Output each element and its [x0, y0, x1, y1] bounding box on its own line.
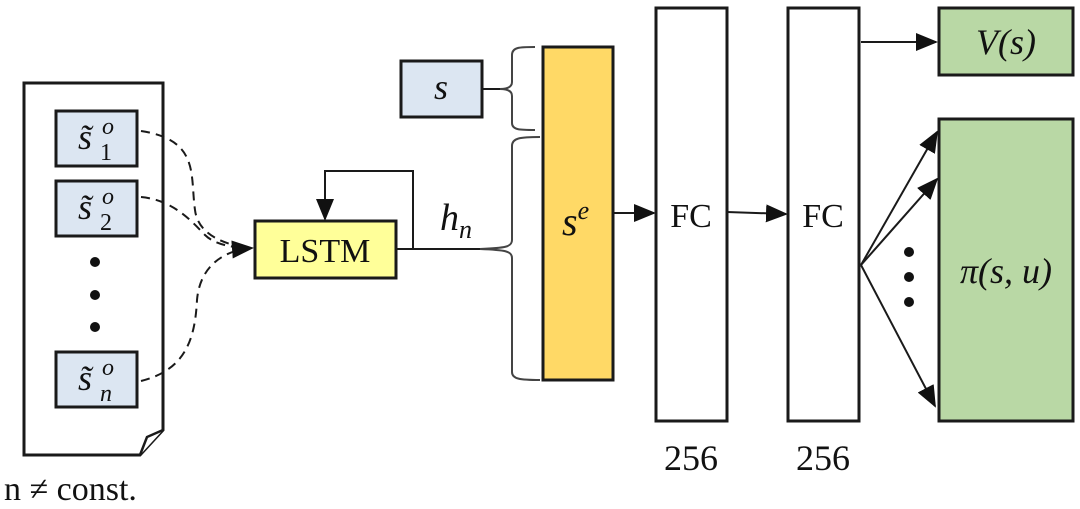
embedding-label-sup: e	[578, 196, 590, 225]
recurrent-loop-arrow	[316, 170, 414, 249]
ellipsis-dot	[90, 322, 100, 332]
observation-2-sub: 2	[100, 210, 112, 236]
embedding-label: se	[562, 196, 589, 244]
policy-arrow-2	[860, 177, 939, 266]
policy-output: π(s, u)	[937, 117, 1075, 423]
policy-output-box	[937, 117, 1075, 423]
observation-count-caption: n ≠ const.	[4, 471, 137, 508]
fc-layer-1-units: 256	[664, 438, 718, 478]
observation-1-box	[54, 109, 139, 168]
observation-2: s̃ o 2	[54, 179, 139, 238]
observation-n-base: s̃	[78, 358, 94, 398]
hidden-state-label: hn	[440, 197, 472, 244]
policy-arrow-1	[860, 130, 938, 266]
observation-n-sub: n	[100, 381, 112, 407]
document-fold-corner	[138, 428, 164, 456]
observation-1: s̃ o 1	[54, 109, 139, 168]
observation-n: s̃ o n	[54, 350, 139, 409]
embedding-block: se	[541, 45, 656, 382]
policy-output-label: π(s, u)	[960, 251, 1052, 291]
observation-to-lstm-connectors	[140, 130, 254, 382]
lstm-block: LSTM hn	[253, 170, 480, 280]
lstm-box	[253, 219, 398, 280]
fc-layer-1: FC 256	[654, 6, 729, 478]
fc-layer-2-label: FC	[802, 198, 844, 235]
observation-1-sup: o	[102, 114, 114, 140]
hidden-state-brace	[479, 136, 541, 381]
observation-1-sub: 1	[100, 140, 112, 166]
hidden-state-sub: n	[459, 215, 472, 244]
fc-layer-2: FC 256	[786, 6, 861, 478]
embedding-box	[541, 45, 615, 382]
state-label: s	[434, 67, 448, 107]
state-block: s	[399, 59, 500, 119]
lstm-label: LSTM	[280, 233, 371, 270]
observation-n-box	[54, 350, 139, 409]
dashed-connector-n	[140, 240, 254, 382]
fc-layer-1-box	[654, 6, 729, 423]
embedding-label-base: s	[562, 199, 578, 244]
policy-ellipsis-dot	[904, 272, 914, 282]
value-output-box	[937, 6, 1075, 77]
fc-layer-1-label: FC	[670, 198, 712, 235]
value-output: V(s)	[937, 6, 1075, 77]
ellipsis-dot	[90, 257, 100, 267]
observation-2-box	[54, 179, 139, 238]
value-output-label: V(s)	[976, 22, 1036, 62]
state-brace	[499, 46, 536, 131]
fc-layer-2-units: 256	[796, 438, 850, 478]
observation-set: s̃ o 1 s̃ o 2 s̃ o n n ≠ const.	[4, 81, 165, 508]
observation-1-base: s̃	[78, 117, 94, 157]
fc2-to-policy-arrows	[860, 130, 939, 408]
observation-n-sup: o	[102, 355, 114, 381]
observation-ellipsis	[90, 257, 100, 332]
fc1-to-fc2-arrow	[726, 204, 788, 223]
fc-layer-2-box	[786, 6, 861, 423]
hidden-state-base: h	[440, 197, 459, 239]
ellipsis-dot	[90, 290, 100, 300]
policy-ellipsis-dot	[904, 247, 914, 257]
policy-ellipsis-dot	[904, 297, 914, 307]
observation-2-sup: o	[102, 184, 114, 210]
policy-arrow-n	[860, 264, 936, 408]
dashed-connector-1	[140, 130, 251, 249]
observation-2-base: s̃	[78, 187, 94, 227]
